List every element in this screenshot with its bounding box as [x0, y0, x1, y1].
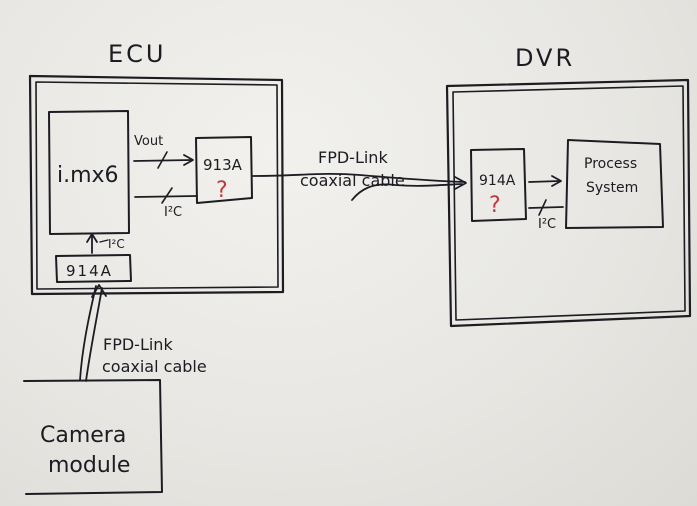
- ecu-dvr-link: FPD-Link coaxial cable: [252, 148, 467, 201]
- i2c-label-ecu-upper: I²C: [108, 237, 125, 251]
- des-914a-ecu-label: 914A: [66, 262, 113, 280]
- link-ecu-dvr-line1: FPD-Link: [318, 148, 388, 167]
- process-system-line2: System: [586, 180, 638, 196]
- dvr-group: DVR 914A ? I²C Process System: [445, 44, 692, 328]
- i2c-line-dvr: [528, 206, 564, 209]
- ecu-outer-box: [28, 74, 285, 296]
- coax-cable-arrowhead: [454, 176, 467, 190]
- ecu-inner-box: [35, 81, 279, 290]
- dvr-video-arrowhead: [551, 175, 562, 187]
- ecu-group: ECU i.mx6 Vout I²C 913A ? I²C 914A: [28, 40, 285, 296]
- vout-arrowhead: [183, 154, 194, 166]
- vout-label: Vout: [134, 134, 163, 149]
- dvr-video-arrow-line: [528, 180, 561, 183]
- link-camera-ecu-line1: FPD-Link: [103, 335, 173, 354]
- des-914a-dvr-question-mark: ?: [489, 193, 501, 218]
- coax-cable-bottom: [351, 183, 463, 201]
- link-camera-ecu-line2: coaxial cable: [102, 357, 207, 376]
- i2c-bus-slash-ecu: [161, 187, 173, 204]
- process-system-line1: Process: [584, 156, 637, 172]
- ser-913a-question-mark: ?: [216, 178, 228, 203]
- i2c-label-dvr: I²C: [538, 217, 556, 232]
- camera-cable-arrowhead: [91, 284, 107, 298]
- camera-cable-right: [85, 287, 103, 382]
- coax-cable-top: [252, 172, 466, 183]
- i2c-up-arrowhead: [86, 233, 98, 243]
- dvr-title: DVR: [515, 44, 575, 72]
- camera-group: Camera module: [23, 379, 163, 495]
- camera-ecu-link: FPD-Link coaxial cable: [79, 284, 207, 382]
- imx6-label: i.mx6: [57, 163, 119, 188]
- i2c-bus-slash-dvr: [538, 199, 547, 216]
- vout-bus-slash: [157, 151, 168, 169]
- des-914a-dvr-block: [470, 148, 527, 222]
- camera-cable-left: [79, 285, 97, 381]
- des-914a-ecu-block: [55, 254, 132, 283]
- i2c-plus-tick: [99, 239, 109, 243]
- des-914a-dvr-label: 914A: [479, 173, 516, 189]
- imx6-block: [48, 110, 130, 235]
- camera-module-box: [23, 379, 163, 495]
- ecu-title: ECU: [108, 40, 167, 68]
- camera-label-line2: module: [48, 453, 130, 478]
- dvr-inner-box: [452, 85, 686, 321]
- dvr-outer-box: [445, 78, 692, 328]
- camera-label-line1: Camera: [40, 423, 126, 448]
- ser-913a-block: [195, 136, 253, 204]
- i2c-label-ecu-lower: I²C: [164, 205, 182, 220]
- ser-913a-label: 913A: [203, 156, 243, 174]
- process-system-block: [565, 139, 664, 229]
